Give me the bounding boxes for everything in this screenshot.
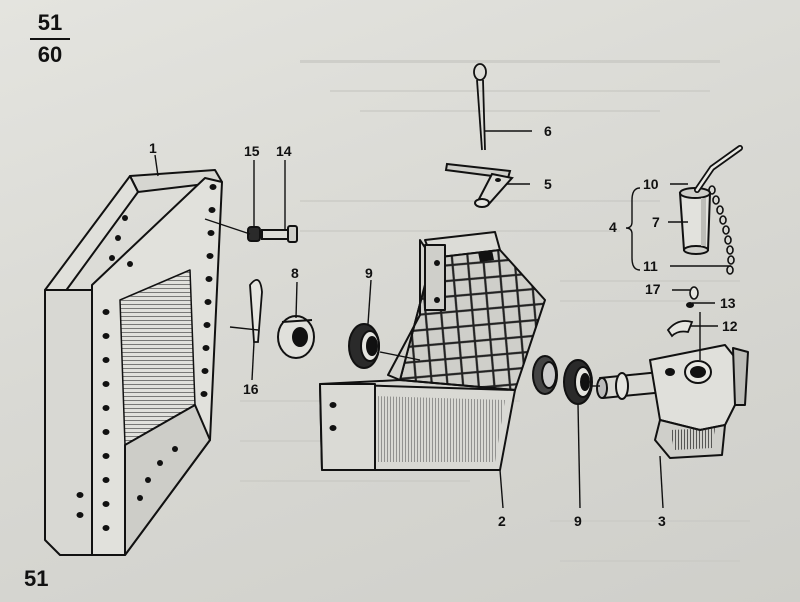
part-8-washer xyxy=(277,315,315,359)
callout-1: 1 xyxy=(149,140,157,156)
callout-7: 7 xyxy=(652,214,660,230)
bracket-holes-right xyxy=(200,184,217,397)
part-5-pin xyxy=(444,162,514,208)
fraction-rule xyxy=(30,38,70,40)
callout-17: 17 xyxy=(645,281,661,297)
callout-14: 14 xyxy=(276,143,292,159)
part-12-clip xyxy=(666,320,694,338)
part-10-handle xyxy=(694,145,743,193)
callout-13: 13 xyxy=(720,295,736,311)
callout-11: 11 xyxy=(643,258,658,274)
bracket-holes-left xyxy=(76,309,110,531)
callout-15: 15 xyxy=(244,143,260,159)
part-1-bracket xyxy=(44,169,223,556)
callout-2: 2 xyxy=(498,513,506,529)
callout-9b: 9 xyxy=(574,513,582,529)
part-6-cotter-pin xyxy=(473,63,487,151)
part-10-handle-core xyxy=(695,146,742,192)
part-17-ring xyxy=(689,286,699,300)
part-14-bolt xyxy=(261,225,298,243)
callout-16: 16 xyxy=(243,381,259,397)
part-11-chain xyxy=(708,185,735,275)
part-9-bushing-a xyxy=(348,323,380,369)
section-number: 51 60 xyxy=(30,10,70,68)
callout-6: 6 xyxy=(544,123,552,139)
callout-8: 8 xyxy=(291,265,299,281)
callouts: 1 15 14 8 9 16 6 5 10 7 4 11 17 13 12 2 … xyxy=(149,123,738,529)
callout-3: 3 xyxy=(658,513,666,529)
callout-10: 10 xyxy=(643,176,659,192)
part-16-split-pin xyxy=(249,279,263,343)
section-denominator: 60 xyxy=(37,42,63,67)
callout-4: 4 xyxy=(609,219,617,235)
page-number: 51 xyxy=(24,566,49,591)
callout-9a: 9 xyxy=(365,265,373,281)
part-2-body xyxy=(319,231,558,471)
part-3-coupling-head xyxy=(596,344,749,459)
part-9-bushing-b xyxy=(563,359,593,405)
part-7-locking-pin xyxy=(678,187,712,255)
callout-5: 5 xyxy=(544,176,552,192)
section-numerator: 51 xyxy=(37,10,63,35)
leader-lines xyxy=(154,130,731,509)
callout-12: 12 xyxy=(722,318,738,334)
